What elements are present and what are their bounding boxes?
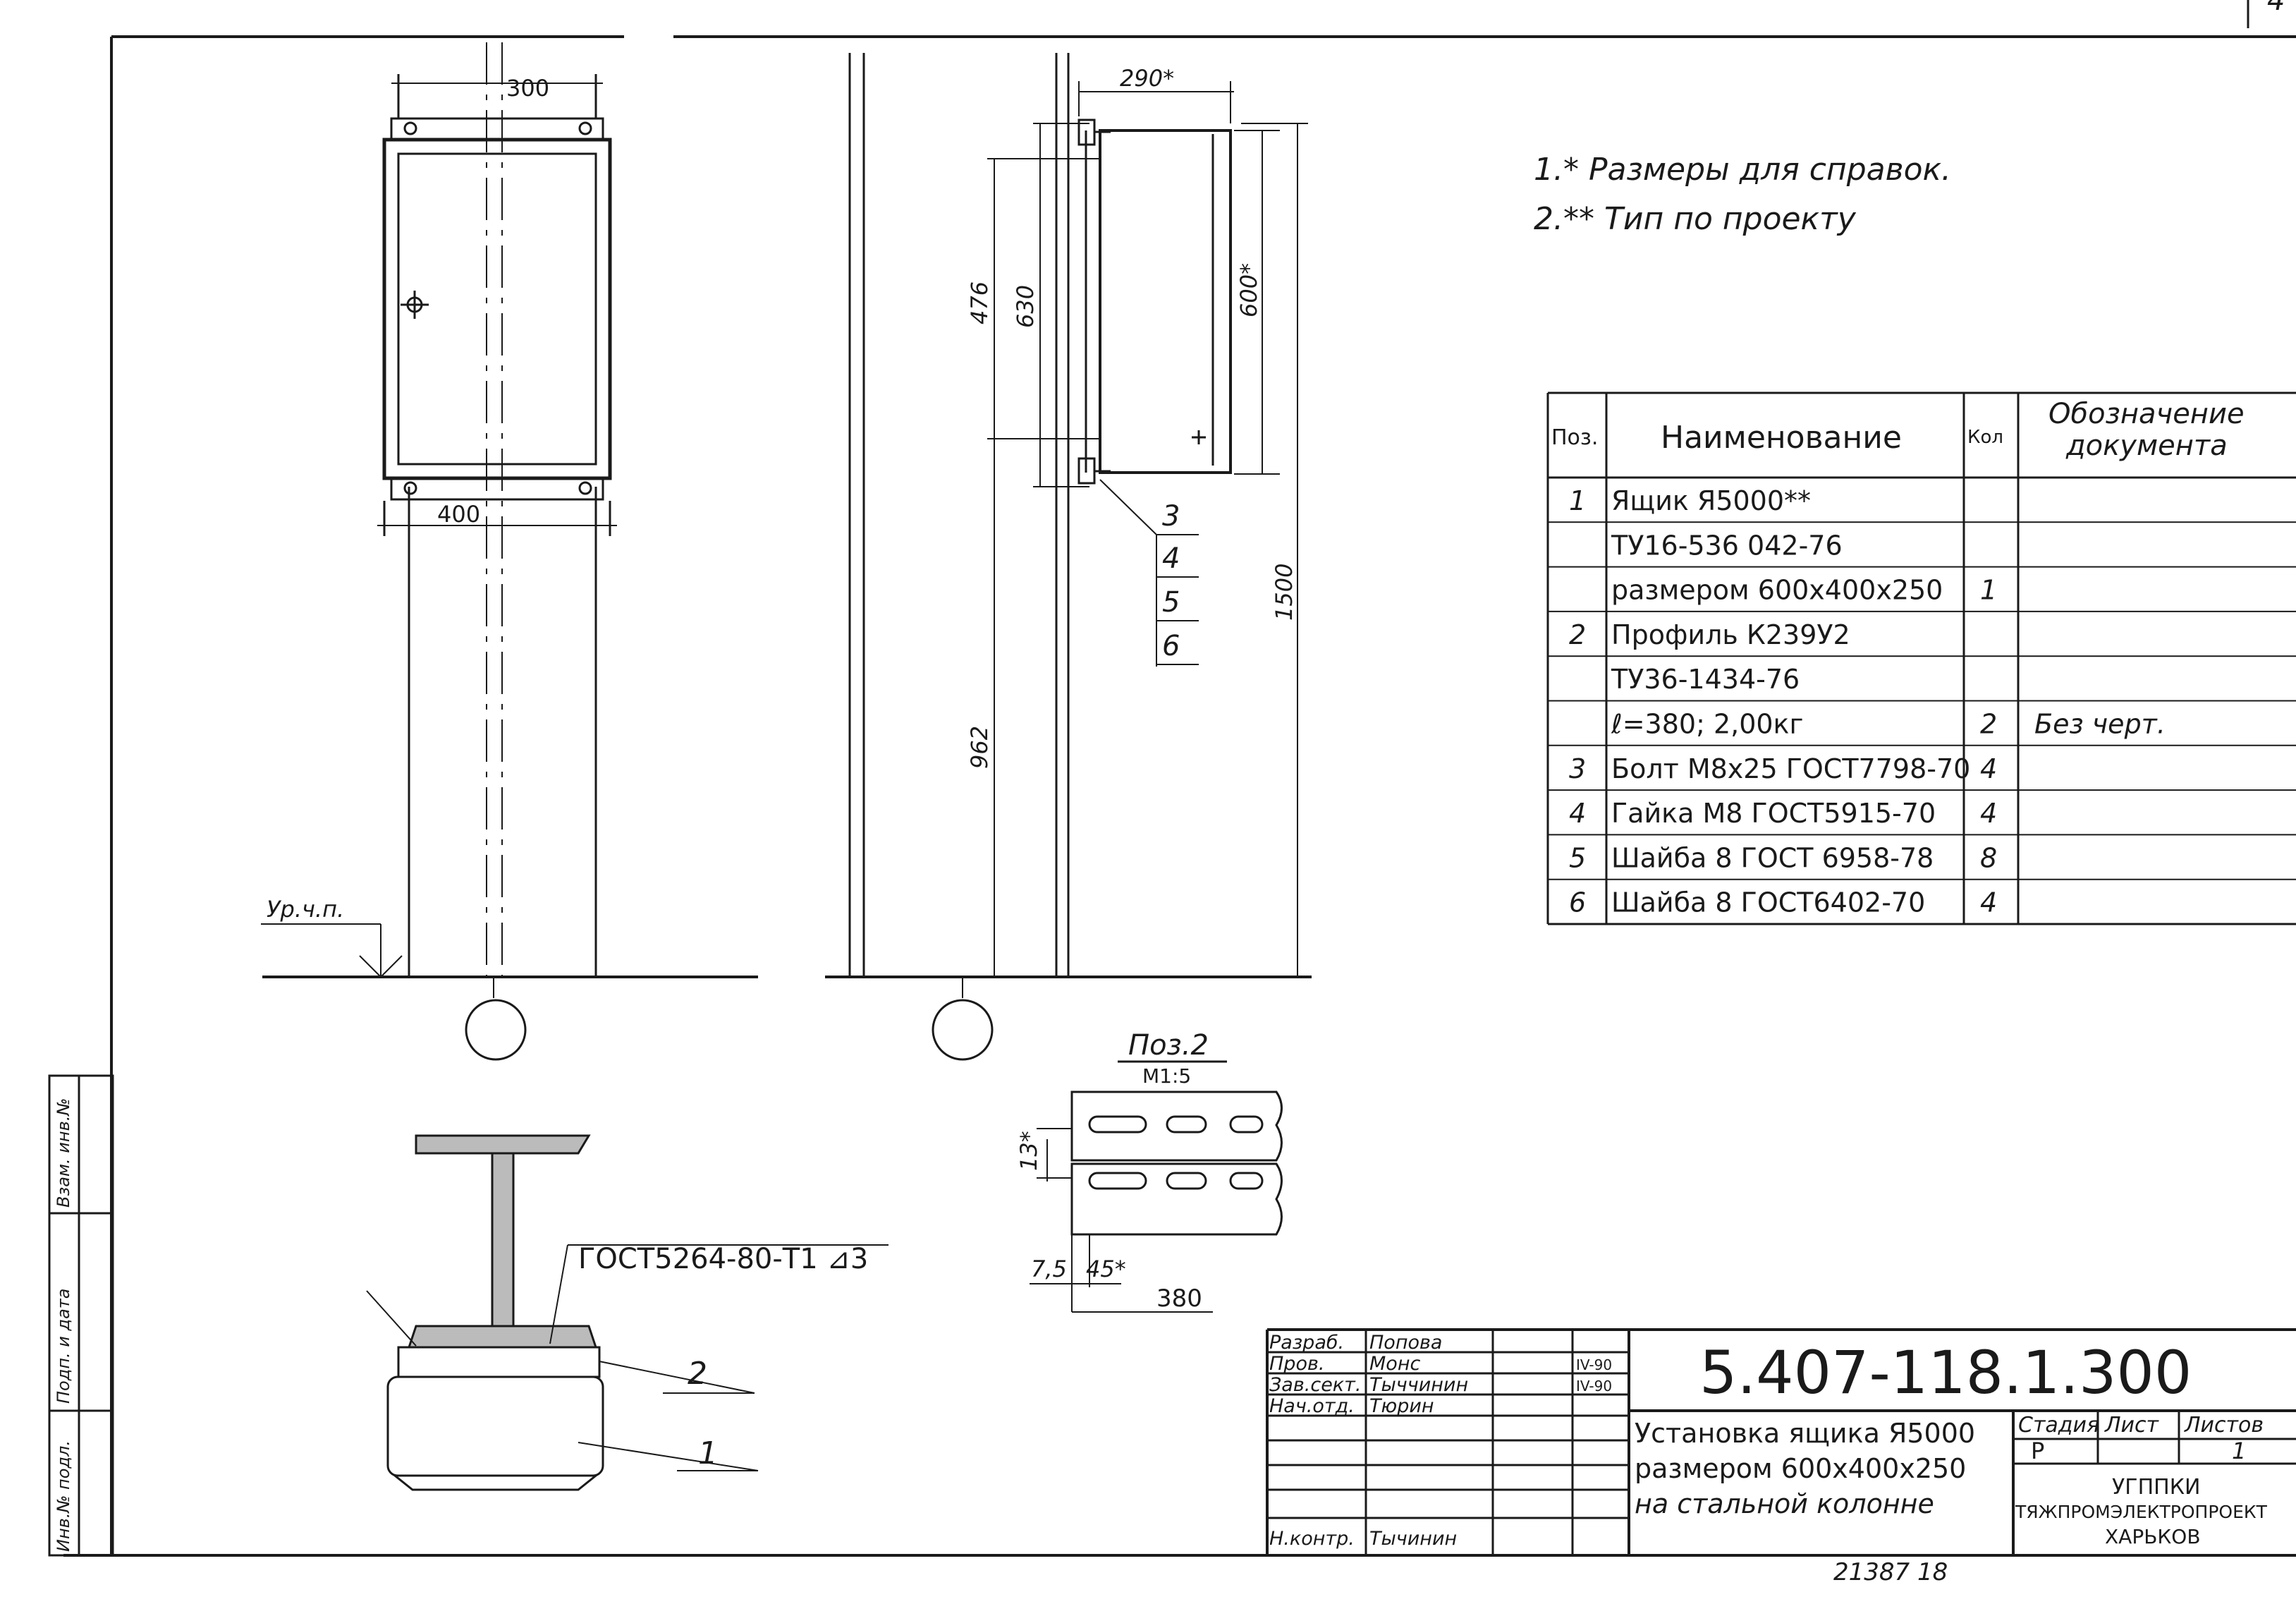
- floor-level-label: Ур.ч.п.: [267, 896, 344, 923]
- doc-code: 5.407-118.1.300: [1699, 1338, 2192, 1407]
- spec-header-qty: Кол: [1967, 427, 2003, 448]
- spec-row-pos: 5: [1569, 842, 1586, 873]
- spec-row-pos: 2: [1569, 619, 1586, 650]
- detail-title: Поз.2: [1128, 1029, 1209, 1062]
- spec-row-qty: 4: [1980, 887, 1997, 918]
- title-line-3: на стальной колонне: [1635, 1488, 1934, 1519]
- section-view: [366, 1134, 889, 1491]
- detail-view: [1030, 1060, 1283, 1313]
- spec-row-name: размером 600x400x250: [1611, 575, 1943, 606]
- side-stamp-label-3: Взам. инв.№: [54, 1098, 73, 1208]
- spec-row-name: Профиль К239У2: [1611, 619, 1850, 650]
- page-number: 4: [2267, 0, 2285, 17]
- spec-row-qty: 4: [1980, 753, 1997, 784]
- spec-row-name: Гайка М8 ГОСТ5915-70: [1611, 798, 1936, 829]
- side-stamp-label-1: Инв.№ подл.: [54, 1440, 73, 1552]
- spec-header-doc-1: Обозначение: [2048, 398, 2245, 430]
- org-line-3: ХАРЬКОВ: [2105, 1525, 2201, 1548]
- callout-5: 5: [1162, 586, 1180, 619]
- spec-row-qty: 8: [1980, 842, 1997, 873]
- front-view: [261, 42, 758, 1061]
- spec-row-pos: 4: [1569, 798, 1586, 829]
- spec-row-pos: 1: [1569, 485, 1586, 516]
- spec-header-pos: Поз.: [1551, 425, 1598, 450]
- detail-scale: М1:5: [1142, 1064, 1191, 1088]
- title-role: Нач.отд.: [1269, 1395, 1355, 1417]
- spec-row-name: Шайба 8 ГОСТ6402-70: [1611, 887, 1925, 918]
- title-role-name: Тычинин: [1369, 1528, 1457, 1550]
- detail-dim-380: 380: [1156, 1284, 1202, 1313]
- spec-table: [1546, 391, 2296, 925]
- spec-row-name: Ящик Я5000**: [1611, 485, 1811, 516]
- title-line-1: Установка ящика Я5000: [1635, 1418, 1975, 1449]
- spec-header-name: Наименование: [1661, 420, 1902, 456]
- note-2: 2.** Тип по проекту: [1534, 201, 1857, 237]
- detail-dim-45: 45*: [1086, 1256, 1126, 1282]
- org-line-1: УГППКИ: [2112, 1475, 2200, 1500]
- org-line-2: ТЯЖПРОМЭЛЕКТРОПРОЕКТ: [2015, 1502, 2268, 1522]
- title-role: Пров.: [1269, 1353, 1324, 1375]
- title-line-2: размером 600х400х250: [1635, 1453, 1966, 1484]
- spec-row-name: Болт М8х25 ГОСТ7798-70: [1611, 753, 1970, 784]
- spec-row-name: ТУ36-1434-76: [1611, 664, 1800, 695]
- title-role-name: Монс: [1369, 1353, 1420, 1375]
- spec-row-pos: 6: [1569, 887, 1586, 918]
- side-dim-476: 476: [966, 281, 993, 324]
- front-dim-400: 400: [437, 501, 480, 528]
- title-role: Н.контр.: [1269, 1528, 1355, 1550]
- stage-value: Р: [2031, 1438, 2044, 1464]
- callout-3: 3: [1162, 500, 1180, 533]
- title-role: Разраб.: [1269, 1332, 1344, 1354]
- title-block-grid: [1266, 1328, 2296, 1555]
- bottom-number: 21387 18: [1833, 1558, 1948, 1586]
- stage-header: Стадия: [2018, 1413, 2099, 1438]
- section-label-1: 1: [698, 1435, 718, 1471]
- weld-note: ГОСТ5264-80-Т1 ⊿3: [578, 1243, 868, 1275]
- title-role-name: Тюрин: [1369, 1395, 1434, 1417]
- sheet-header: Лист: [2104, 1413, 2160, 1438]
- note-1: 1.* Размеры для справок.: [1534, 152, 1951, 188]
- spec-row-name: Шайба 8 ГОСТ 6958-78: [1611, 842, 1934, 873]
- side-dim-962: 962: [966, 726, 993, 769]
- title-role: Зав.сект.: [1269, 1374, 1361, 1396]
- sheet-frame: [63, 0, 2296, 1557]
- side-view: [825, 53, 1312, 1061]
- side-dim-1500: 1500: [1271, 564, 1297, 621]
- detail-dim-13: 13*: [1015, 1131, 1042, 1171]
- side-stamp: [48, 1074, 114, 1557]
- spec-header-doc-2: документа: [2065, 430, 2228, 462]
- callout-4: 4: [1162, 542, 1180, 575]
- title-role-date: IV-90: [1576, 1356, 1612, 1373]
- detail-dim-7-5: 7,5: [1031, 1256, 1067, 1282]
- callout-6: 6: [1162, 630, 1180, 662]
- spec-row-qty: 4: [1980, 798, 1997, 829]
- spec-row-qty: 1: [1980, 575, 1997, 606]
- side-dim-600: 600*: [1235, 263, 1262, 317]
- section-label-2: 2: [688, 1356, 707, 1392]
- side-dim-630: 630: [1012, 285, 1039, 328]
- spec-row-name: ТУ16-536 042-76: [1611, 530, 1843, 561]
- sheets-value: 1: [2232, 1438, 2246, 1464]
- spec-row-qty: 2: [1980, 709, 1997, 740]
- side-dim-290: 290*: [1120, 65, 1174, 92]
- sheets-header: Листов: [2184, 1413, 2264, 1438]
- title-role-name: Попова: [1369, 1332, 1442, 1354]
- side-stamp-label-2: Подп. и дата: [54, 1289, 73, 1404]
- spec-row-name: ℓ=380; 2,00кг: [1611, 709, 1803, 740]
- title-role-name: Тыччинин: [1369, 1374, 1468, 1396]
- spec-row-doc: Без черт.: [2034, 709, 2166, 740]
- front-dim-300: 300: [506, 75, 549, 102]
- spec-table-rows: 1 Ящик Я5000** ТУ16-536 042-76 размером 600…: [1548, 485, 2296, 918]
- title-role-date: IV-90: [1576, 1378, 1612, 1395]
- spec-row-pos: 3: [1569, 753, 1586, 784]
